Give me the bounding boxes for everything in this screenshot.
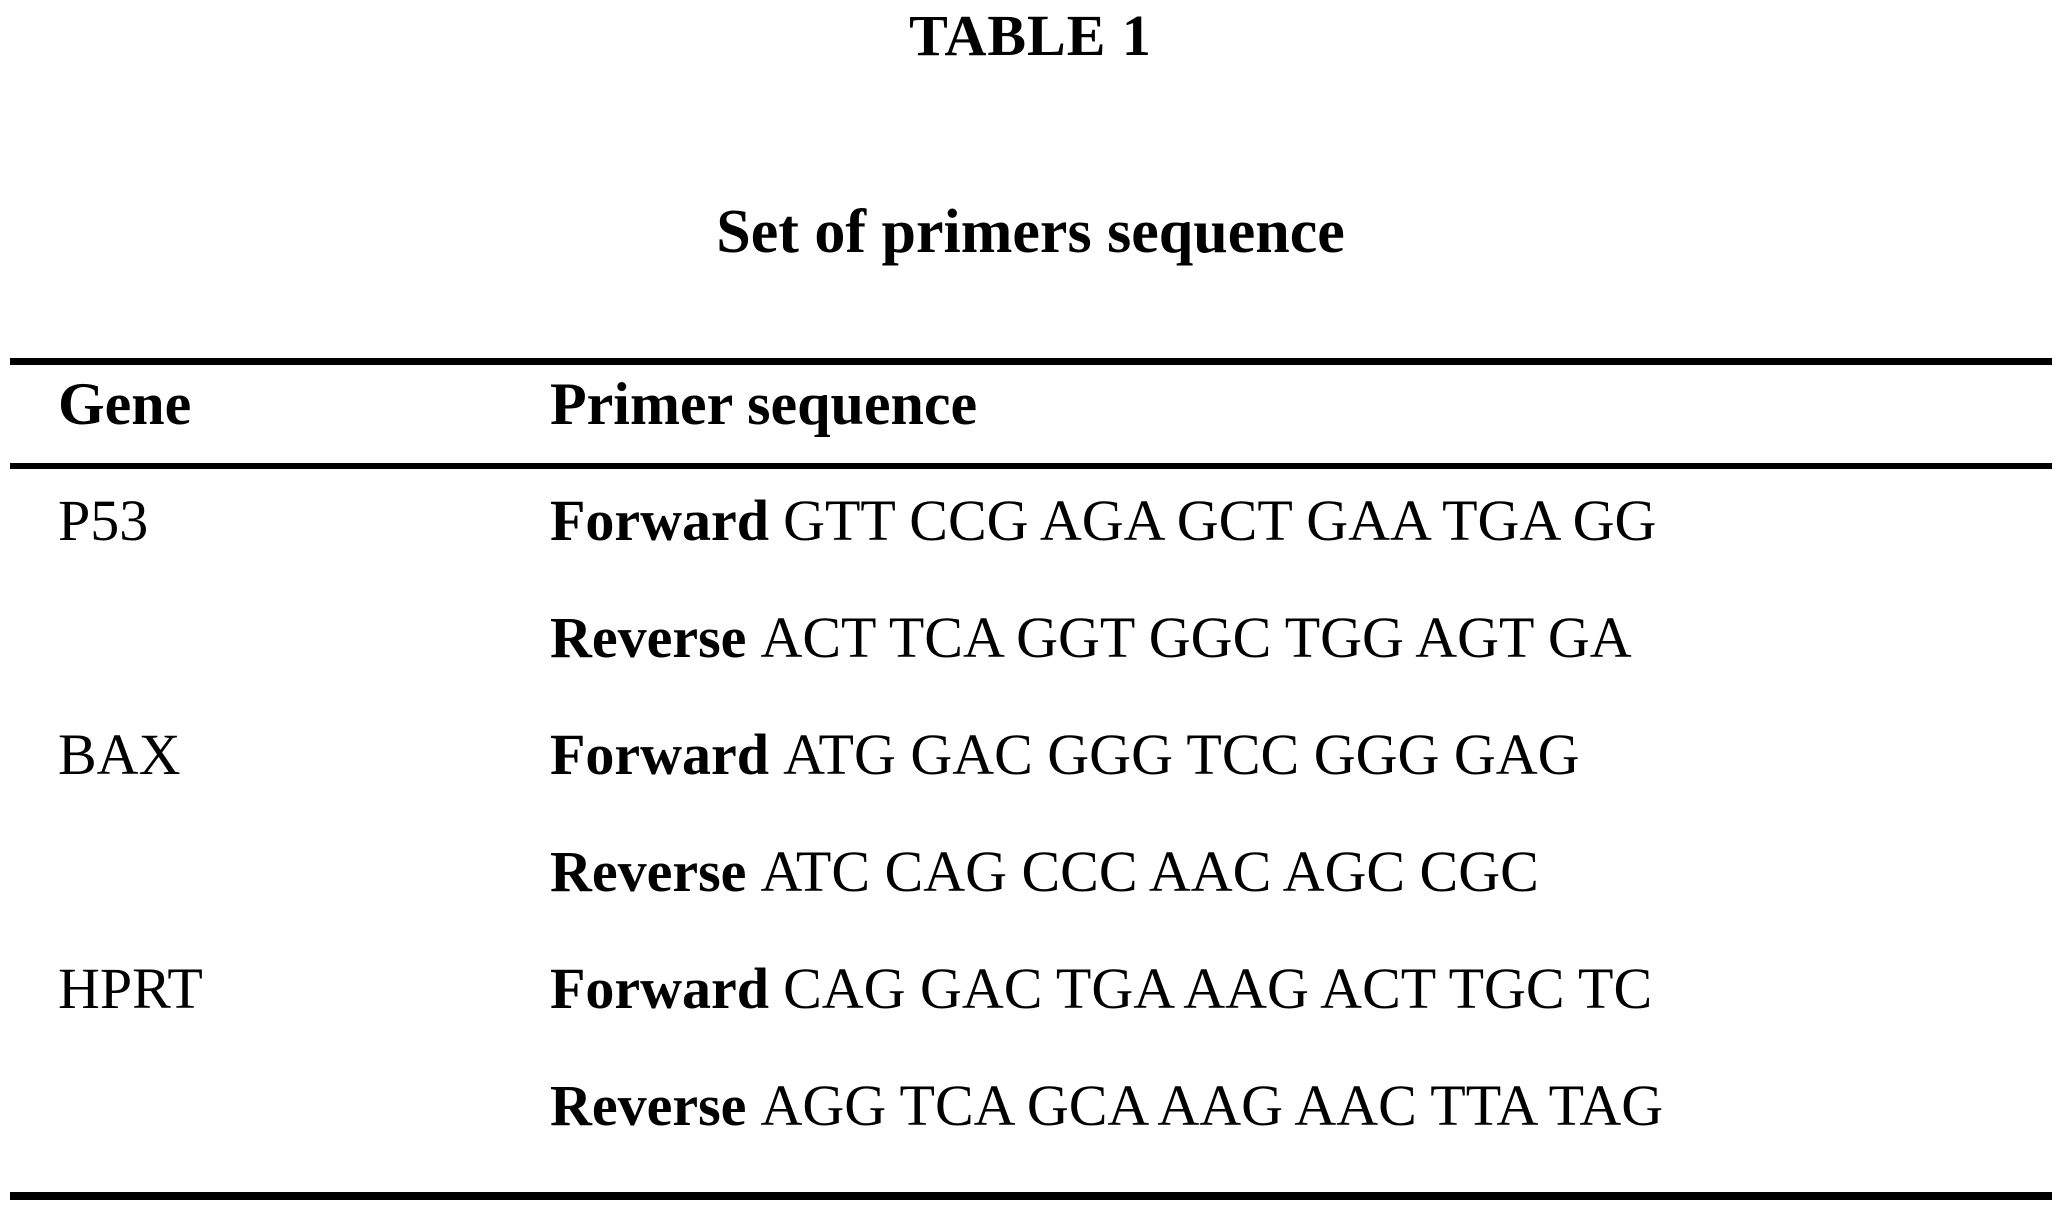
table-bottom-rule — [10, 1192, 2052, 1200]
primer-direction-label: Reverse — [550, 1073, 747, 1138]
primer-sequence-text: ACT TCA GGT GGC TGG AGT GA — [760, 605, 1632, 670]
table-top-rule — [10, 358, 2052, 365]
cell-gene: P53 — [58, 488, 149, 553]
table-header-row: Gene Primer sequence — [0, 374, 2061, 460]
primer-direction-label: Reverse — [550, 605, 747, 670]
table-number-heading: TABLE 1 — [909, 3, 1152, 68]
column-header-primer-sequence: Primer sequence — [550, 371, 978, 437]
cell-gene: BAX — [58, 722, 181, 787]
primer-direction-label: Reverse — [550, 839, 747, 904]
primer-sequence-text: ATC CAG CCC AAC AGC CGC — [760, 839, 1539, 904]
primer-direction-label: Forward — [550, 722, 770, 787]
primer-sequence-text: CAG GAC TGA AAG ACT TGC TC — [783, 956, 1653, 1021]
primer-sequence-text: AGG TCA GCA AAG AAC TTA TAG — [760, 1073, 1664, 1138]
primer-sequence-text: GTT CCG AGA GCT GAA TGA GG — [783, 488, 1657, 553]
primer-direction-label: Forward — [550, 488, 770, 553]
primer-direction-label: Forward — [550, 956, 770, 1021]
column-header-gene: Gene — [58, 371, 192, 437]
table-header-rule — [10, 463, 2052, 469]
primer-sequence-text: ATG GAC GGG TCC GGG GAG — [783, 722, 1580, 787]
cell-gene: HPRT — [58, 956, 203, 1021]
table-caption-heading: Set of primers sequence — [716, 198, 1345, 266]
